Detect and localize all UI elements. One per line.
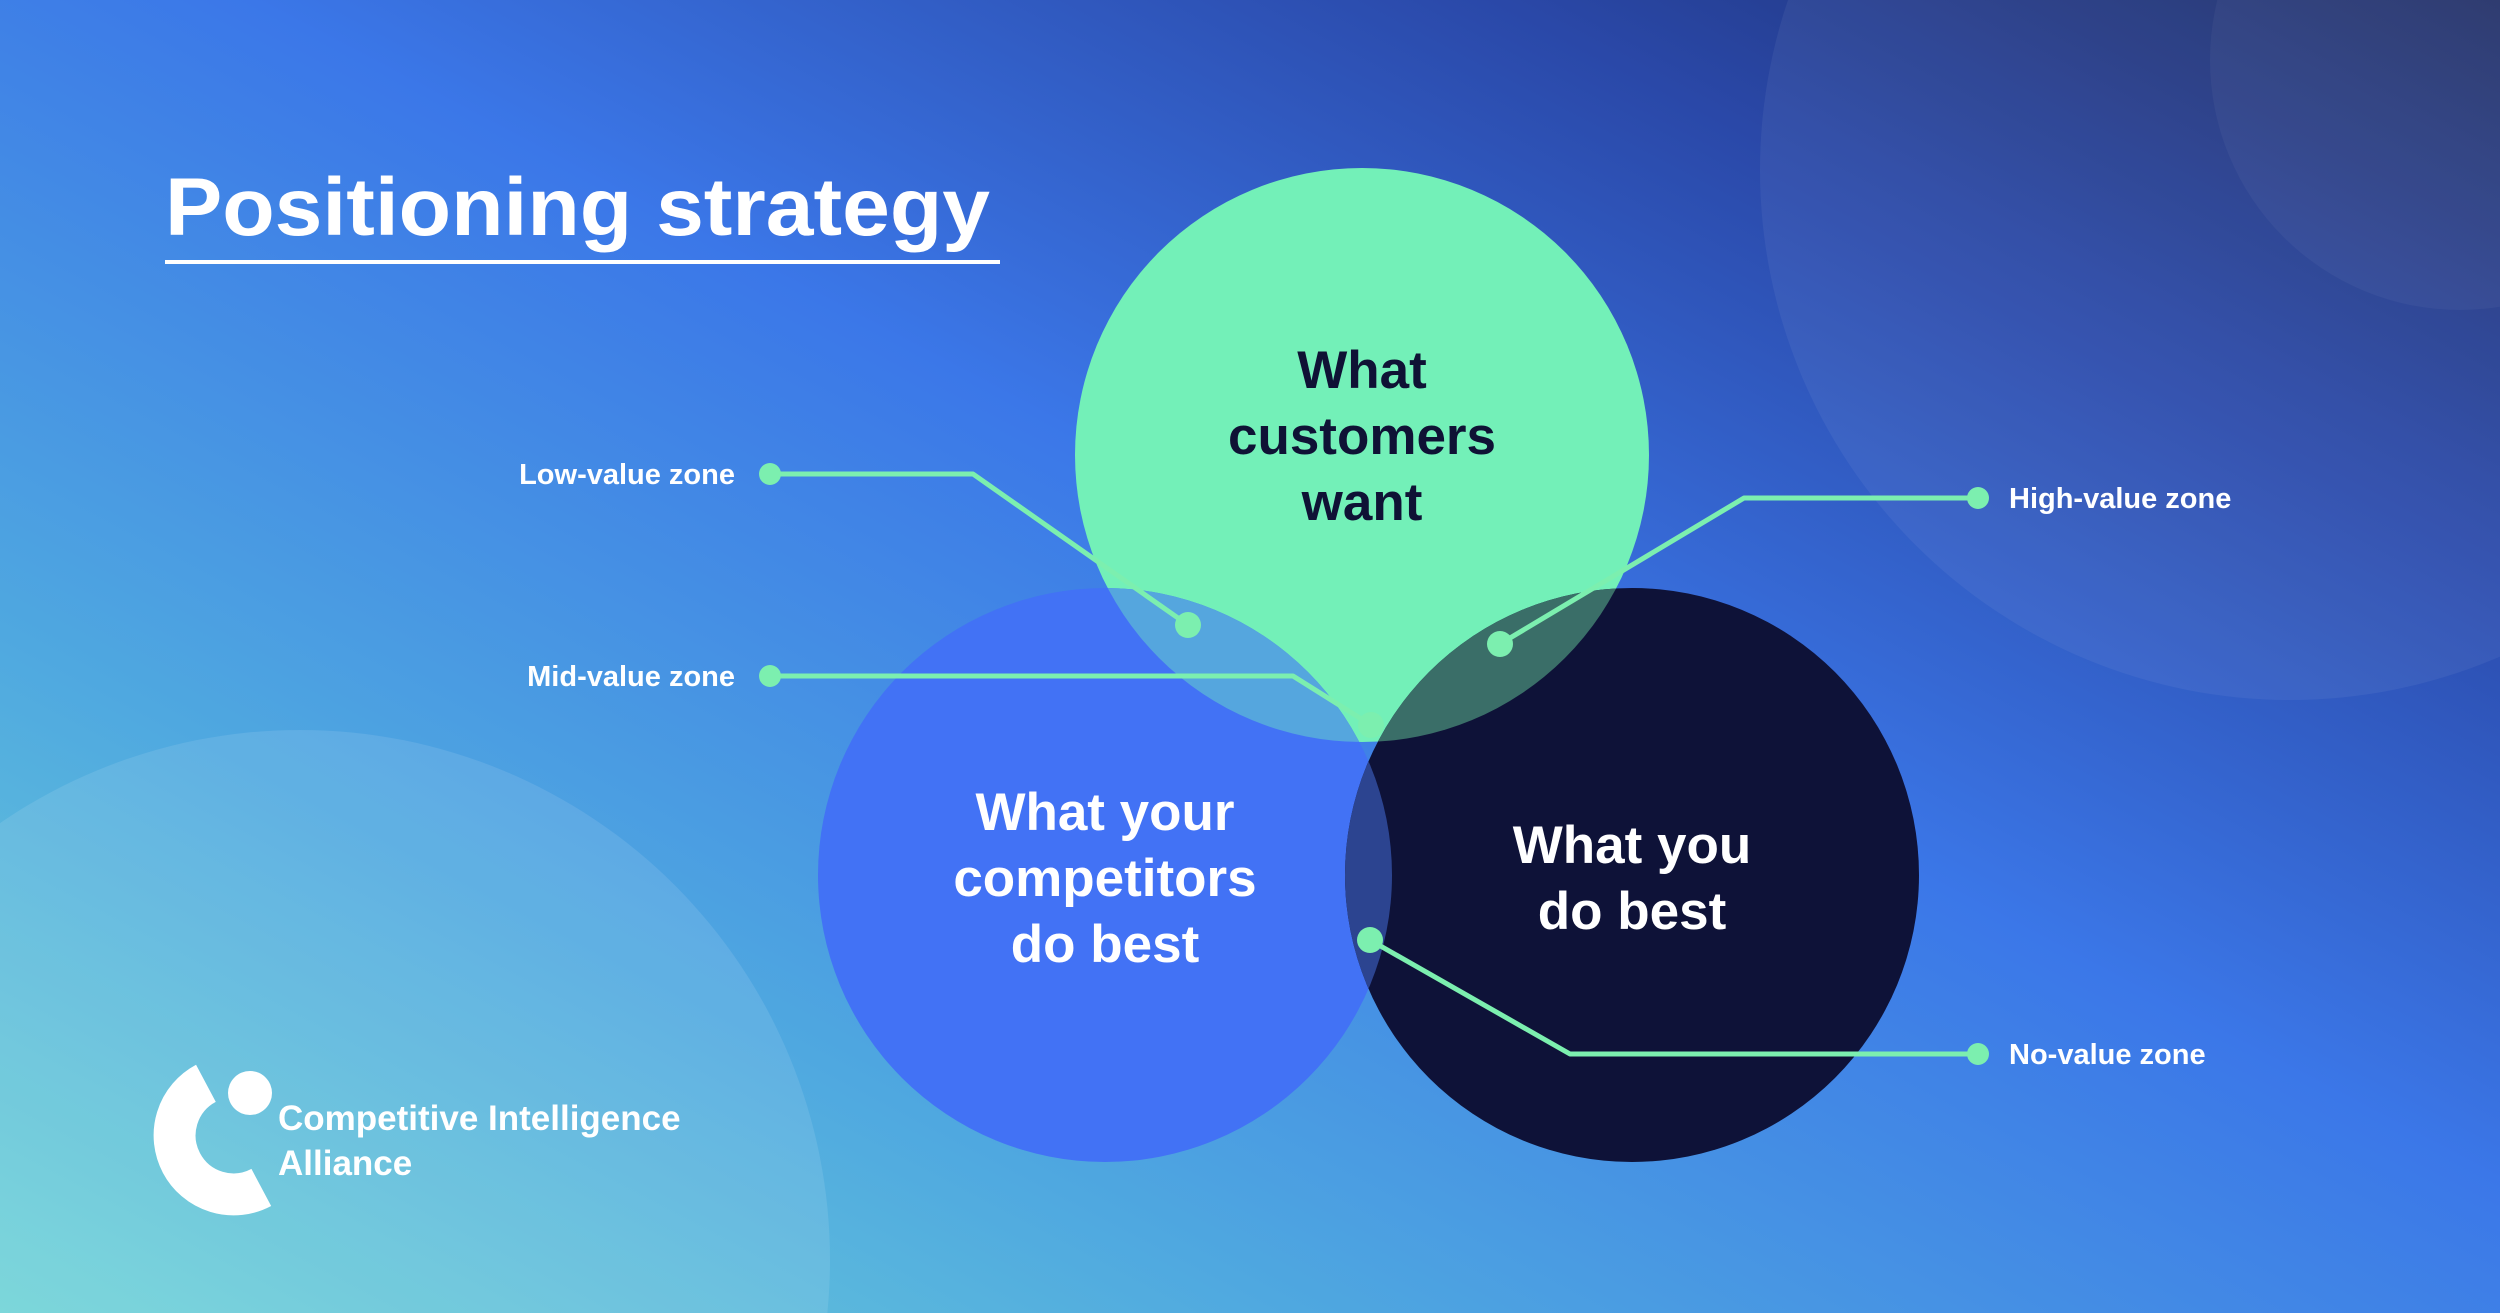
- venn-circles: [818, 168, 1919, 1162]
- venn-label-you-line2: do best: [1538, 882, 1726, 941]
- venn-circle-customers[interactable]: [1075, 168, 1649, 742]
- connector-low-value: [767, 471, 1191, 628]
- callout-label-high-value[interactable]: High-value zone: [2009, 483, 2231, 515]
- connector-high-value: [1497, 495, 1981, 647]
- callout-label-low-value[interactable]: Low-value zone: [519, 459, 735, 491]
- venn-label-customers-line3: want: [1301, 473, 1423, 532]
- venn-label-you-line1: What you: [1513, 816, 1751, 875]
- callout-dots: [759, 463, 1989, 1065]
- brand-name-line1: Competitive Intelligence: [278, 1099, 681, 1138]
- callout-label-mid-value[interactable]: Mid-value zone: [527, 661, 735, 693]
- venn-circle-labels: What customers want What your competitor…: [953, 341, 1751, 974]
- connector-mid-value: [767, 673, 1374, 728]
- callout-dot-high-value-target[interactable]: [1487, 631, 1513, 657]
- venn-label-customers: What customers want: [1228, 341, 1496, 532]
- venn-label-competitors-line2: competitors: [953, 849, 1256, 908]
- page-title: Positioning strategy: [165, 162, 990, 253]
- callout-dot-high-value-label[interactable]: [1967, 487, 1989, 509]
- callout-labels: Low-value zone Mid-value zone High-value…: [519, 459, 2231, 1071]
- venn-label-customers-line2: customers: [1228, 407, 1496, 466]
- brand-name-line2: Alliance: [278, 1144, 412, 1183]
- venn-label-competitors-line1: What your: [975, 783, 1234, 842]
- logo-dot: [228, 1071, 272, 1115]
- logo-c-arc: [153, 1064, 272, 1216]
- brand-lockup[interactable]: Competitive Intelligence Alliance: [153, 1064, 681, 1216]
- callout-dot-low-value-label[interactable]: [759, 463, 781, 485]
- venn-label-competitors-line3: do best: [1011, 915, 1199, 974]
- connector-no-value: [1367, 937, 1981, 1057]
- callout-label-no-value[interactable]: No-value zone: [2009, 1039, 2206, 1071]
- decor-circle-top-right-small: [2210, 0, 2500, 310]
- venn-label-customers-line1: What: [1297, 341, 1427, 400]
- callout-dot-no-value-target[interactable]: [1357, 927, 1383, 953]
- callout-dot-mid-value-label[interactable]: [759, 665, 781, 687]
- venn-circle-you[interactable]: [1345, 588, 1919, 1162]
- competitive-intelligence-alliance-logo: [153, 1064, 272, 1216]
- callout-dot-no-value-label[interactable]: [1967, 1043, 1989, 1065]
- venn-circle-competitors[interactable]: [818, 588, 1392, 1162]
- callout-dot-mid-value-target[interactable]: [1358, 712, 1384, 738]
- callout-dot-low-value-target[interactable]: [1175, 612, 1201, 638]
- page-title-group: Positioning strategy: [165, 162, 1000, 264]
- decor-circle-top-right: [1760, 0, 2500, 700]
- venn-label-competitors: What your competitors do best: [953, 783, 1256, 974]
- callout-connectors: [767, 471, 1981, 1057]
- venn-label-you: What you do best: [1513, 816, 1751, 941]
